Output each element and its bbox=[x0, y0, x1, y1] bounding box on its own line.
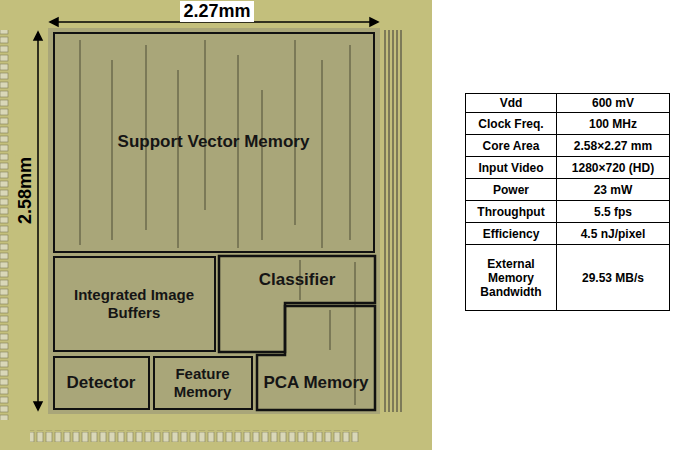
chip-block: Detector bbox=[53, 356, 150, 410]
dimension-label: 2.58mm bbox=[16, 154, 37, 225]
spec-value: 600 mV bbox=[592, 96, 634, 110]
block-label: PCA Memory bbox=[263, 373, 368, 393]
table-cell: 600 mV bbox=[557, 94, 670, 113]
block-label: Support Vector Memory bbox=[118, 132, 310, 152]
spec-value: 1280×720 (HD) bbox=[572, 161, 654, 175]
spec-name: Power bbox=[493, 183, 529, 197]
spec-name: External Memory Bandwidth bbox=[480, 257, 541, 299]
spec-value: 5.5 fps bbox=[594, 205, 632, 219]
spec-name: Clock Freq. bbox=[478, 117, 543, 131]
table-cell: Input Video bbox=[466, 157, 557, 179]
chip-block: Support Vector Memory bbox=[53, 32, 375, 253]
spec-value: 4.5 nJ/pixel bbox=[581, 227, 646, 241]
spec-value: 29.53 MB/s bbox=[582, 271, 644, 285]
table-cell: 4.5 nJ/pixel bbox=[557, 223, 670, 245]
spec-name: Throughput bbox=[477, 205, 544, 219]
block-label: Detector bbox=[67, 373, 136, 393]
spec-name: Core Area bbox=[483, 139, 540, 153]
table-cell: External Memory Bandwidth bbox=[466, 245, 557, 311]
table-cell: 1280×720 (HD) bbox=[557, 157, 670, 179]
spec-value: 23 mW bbox=[594, 183, 633, 197]
spec-name: Vdd bbox=[500, 96, 523, 110]
table-cell: Efficiency bbox=[466, 223, 557, 245]
table-cell: 23 mW bbox=[557, 179, 670, 201]
block-outline bbox=[257, 306, 375, 410]
spec-value: 100 MHz bbox=[589, 117, 637, 131]
chip-block: Classifier bbox=[219, 256, 375, 352]
spec-table: Vdd 600 mV Clock Freq. 100 MHzCore Area 2.58… bbox=[465, 93, 670, 311]
table-cell: 100 MHz bbox=[557, 113, 670, 135]
chip-block: Feature Memory bbox=[153, 356, 253, 410]
dimension-label: 2.27mm bbox=[180, 1, 253, 22]
spec-name: Input Video bbox=[478, 161, 543, 175]
block-label: Classifier bbox=[259, 270, 336, 290]
table-cell: Clock Freq. bbox=[466, 113, 557, 135]
table-cell: 29.53 MB/s bbox=[557, 245, 670, 311]
block-label: Feature Memory bbox=[155, 365, 250, 400]
table-cell: Power bbox=[466, 179, 557, 201]
table-cell: 5.5 fps bbox=[557, 201, 670, 223]
block-label: Integrated Image Buffers bbox=[55, 286, 213, 321]
table-cell: Throughput bbox=[466, 201, 557, 223]
spec-name: Efficiency bbox=[483, 227, 540, 241]
table-cell: Vdd bbox=[466, 94, 557, 113]
chip-block: PCA Memory bbox=[257, 306, 375, 410]
table-cell: 2.58×2.27 mm bbox=[557, 135, 670, 157]
table-cell: Core Area bbox=[466, 135, 557, 157]
chip-block: Integrated Image Buffers bbox=[53, 256, 216, 352]
spec-value: 2.58×2.27 mm bbox=[574, 139, 652, 153]
